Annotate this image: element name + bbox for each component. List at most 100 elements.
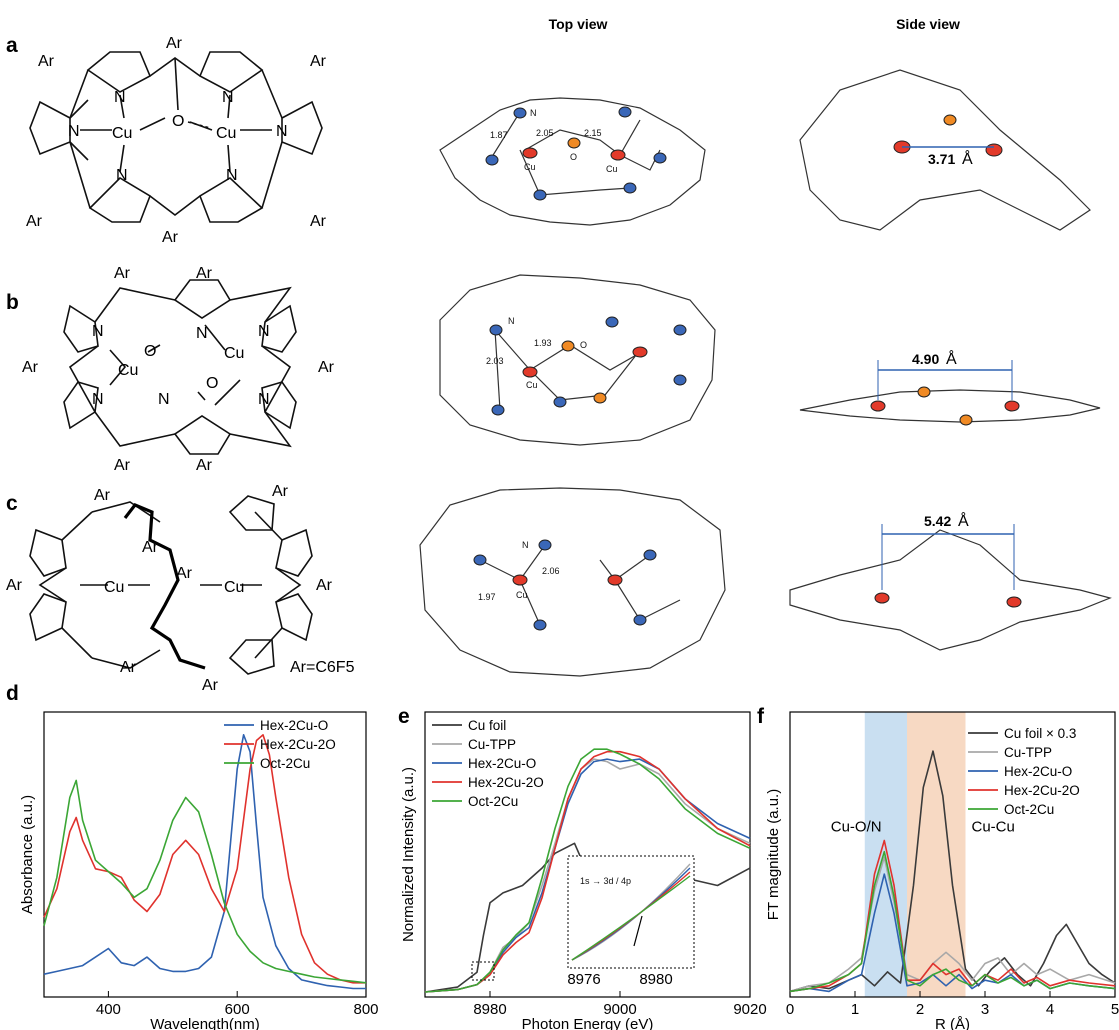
x-tick-label: 8980	[473, 1001, 506, 1018]
x-tick-label: 1	[851, 1001, 859, 1018]
x-tick-label: 9020	[733, 1001, 766, 1018]
legend-entry: Cu-TPP	[1004, 745, 1052, 760]
cu-label: Cu	[104, 579, 124, 596]
series-line	[43, 779, 367, 984]
panel-letter-e: e	[398, 705, 410, 728]
atom-label-o: O	[580, 340, 587, 350]
x-tick-label: 5	[1111, 1001, 1119, 1018]
ar-label: Ar	[318, 359, 335, 376]
cu-cu-distance: 4.90	[912, 351, 939, 367]
legend-entry: Cu foil × 0.3	[1004, 726, 1076, 741]
band-label: Cu-O/N	[831, 819, 882, 836]
bond-length: 2.05	[536, 128, 554, 138]
legend-entry: Hex-2Cu-O	[468, 756, 536, 771]
x-tick-label: 3	[981, 1001, 989, 1018]
structure-b	[63, 279, 297, 455]
x-axis-label: R (Å)	[935, 1016, 970, 1030]
cu-cu-distance: 5.42	[924, 513, 951, 529]
ar-label: Ar	[202, 677, 219, 694]
x-tick-label: 400	[96, 1001, 121, 1018]
x-tick-label: 9000	[603, 1001, 636, 1018]
distance-unit: Å	[962, 149, 973, 168]
legend-entry: Oct-2Cu	[1004, 802, 1054, 817]
atom-label-n: N	[508, 316, 515, 326]
cu-label: Cu	[112, 125, 132, 142]
ar-label: Ar	[142, 539, 159, 556]
ar-label: Ar	[196, 457, 213, 474]
ar-label: Ar	[310, 53, 327, 70]
crystal-side-b: 4.90 Å	[799, 349, 1101, 426]
cu-cu-distance: 3.71	[928, 151, 955, 167]
ar-definition: Ar=C6F5	[290, 659, 355, 676]
x-tick-label: 800	[353, 1001, 378, 1018]
crystal-side-a: 3.71 Å	[799, 69, 1091, 231]
header-top-view: Top view	[549, 16, 608, 32]
structure-b-labels: Ar Ar Ar Ar Ar Ar Cu Cu O O N N N N N N	[22, 265, 335, 474]
series-line	[789, 750, 1116, 993]
atom-label-cu: Cu	[524, 162, 536, 172]
ar-label: Ar	[166, 35, 183, 52]
x-tick-label: 4	[1046, 1001, 1054, 1018]
legend-entry: Hex-2Cu-O	[1004, 764, 1072, 779]
bond-length: 2.15	[584, 128, 602, 138]
ar-label: Ar	[272, 483, 289, 500]
series-line	[424, 748, 751, 993]
n-label: N	[92, 323, 104, 340]
panel-letter-a: a	[6, 34, 18, 57]
atom-label-cu: Cu	[516, 590, 528, 600]
ar-label: Ar	[196, 265, 213, 282]
ar-label: Ar	[310, 213, 327, 230]
distance-unit: Å	[958, 511, 969, 530]
ar-label: Ar	[114, 265, 131, 282]
cu-label: Cu	[224, 345, 244, 362]
inset-series-line	[571, 875, 691, 961]
panel-letter-d: d	[6, 682, 19, 705]
y-axis-label: FT magnitude (a.u.)	[765, 789, 782, 920]
plot-frame	[43, 711, 367, 998]
legend-entry: Oct-2Cu	[468, 794, 518, 809]
panel-letter-c: c	[6, 492, 18, 515]
x-tick-label: 600	[225, 1001, 250, 1018]
legend-entry: Cu foil	[468, 718, 506, 733]
distance-unit: Å	[946, 349, 957, 368]
crystal-top-a: 1.87 2.05 2.15 Cu Cu O N	[439, 97, 706, 226]
y-axis-label: Absorbance (a.u.)	[19, 795, 36, 914]
atom-label-n: N	[530, 108, 537, 118]
atom-label-o: O	[570, 152, 577, 162]
bond-length: 1.97	[478, 592, 496, 602]
legend-entry: Oct-2Cu	[260, 756, 310, 771]
cu-label: Cu	[224, 579, 244, 596]
inset-tick-label: 8976	[567, 971, 600, 988]
legend-entry: Cu-TPP	[468, 737, 516, 752]
x-axis-label: Photon Energy (eV)	[522, 1016, 654, 1030]
x-tick-label: 0	[786, 1001, 794, 1018]
o-label: O	[172, 113, 184, 130]
n-label: N	[276, 123, 288, 140]
cu-label: Cu	[118, 362, 138, 379]
legend-entry: Hex-2Cu-O	[260, 718, 328, 733]
n-label: N	[68, 123, 80, 140]
series-line	[789, 850, 1116, 993]
panel-letter-f: f	[757, 705, 765, 728]
structure-c	[29, 495, 313, 675]
series-line	[43, 733, 366, 990]
n-label: N	[226, 167, 238, 184]
panel-letter-b: b	[6, 291, 19, 314]
n-label: N	[116, 167, 128, 184]
series-line	[43, 733, 366, 984]
legend-entry: Hex-2Cu-2O	[468, 775, 544, 790]
inset-tick-label: 8980	[639, 971, 672, 988]
cu-label: Cu	[216, 125, 236, 142]
bond-length: 1.93	[534, 338, 552, 348]
ar-label: Ar	[94, 487, 111, 504]
inset-arrow	[633, 915, 643, 947]
ar-label: Ar	[6, 577, 23, 594]
ar-label: Ar	[176, 565, 193, 582]
band-label: Cu-Cu	[972, 819, 1015, 836]
bond-length: 2.03	[486, 356, 504, 366]
header-side-view: Side view	[896, 16, 960, 32]
n-label: N	[92, 391, 104, 408]
